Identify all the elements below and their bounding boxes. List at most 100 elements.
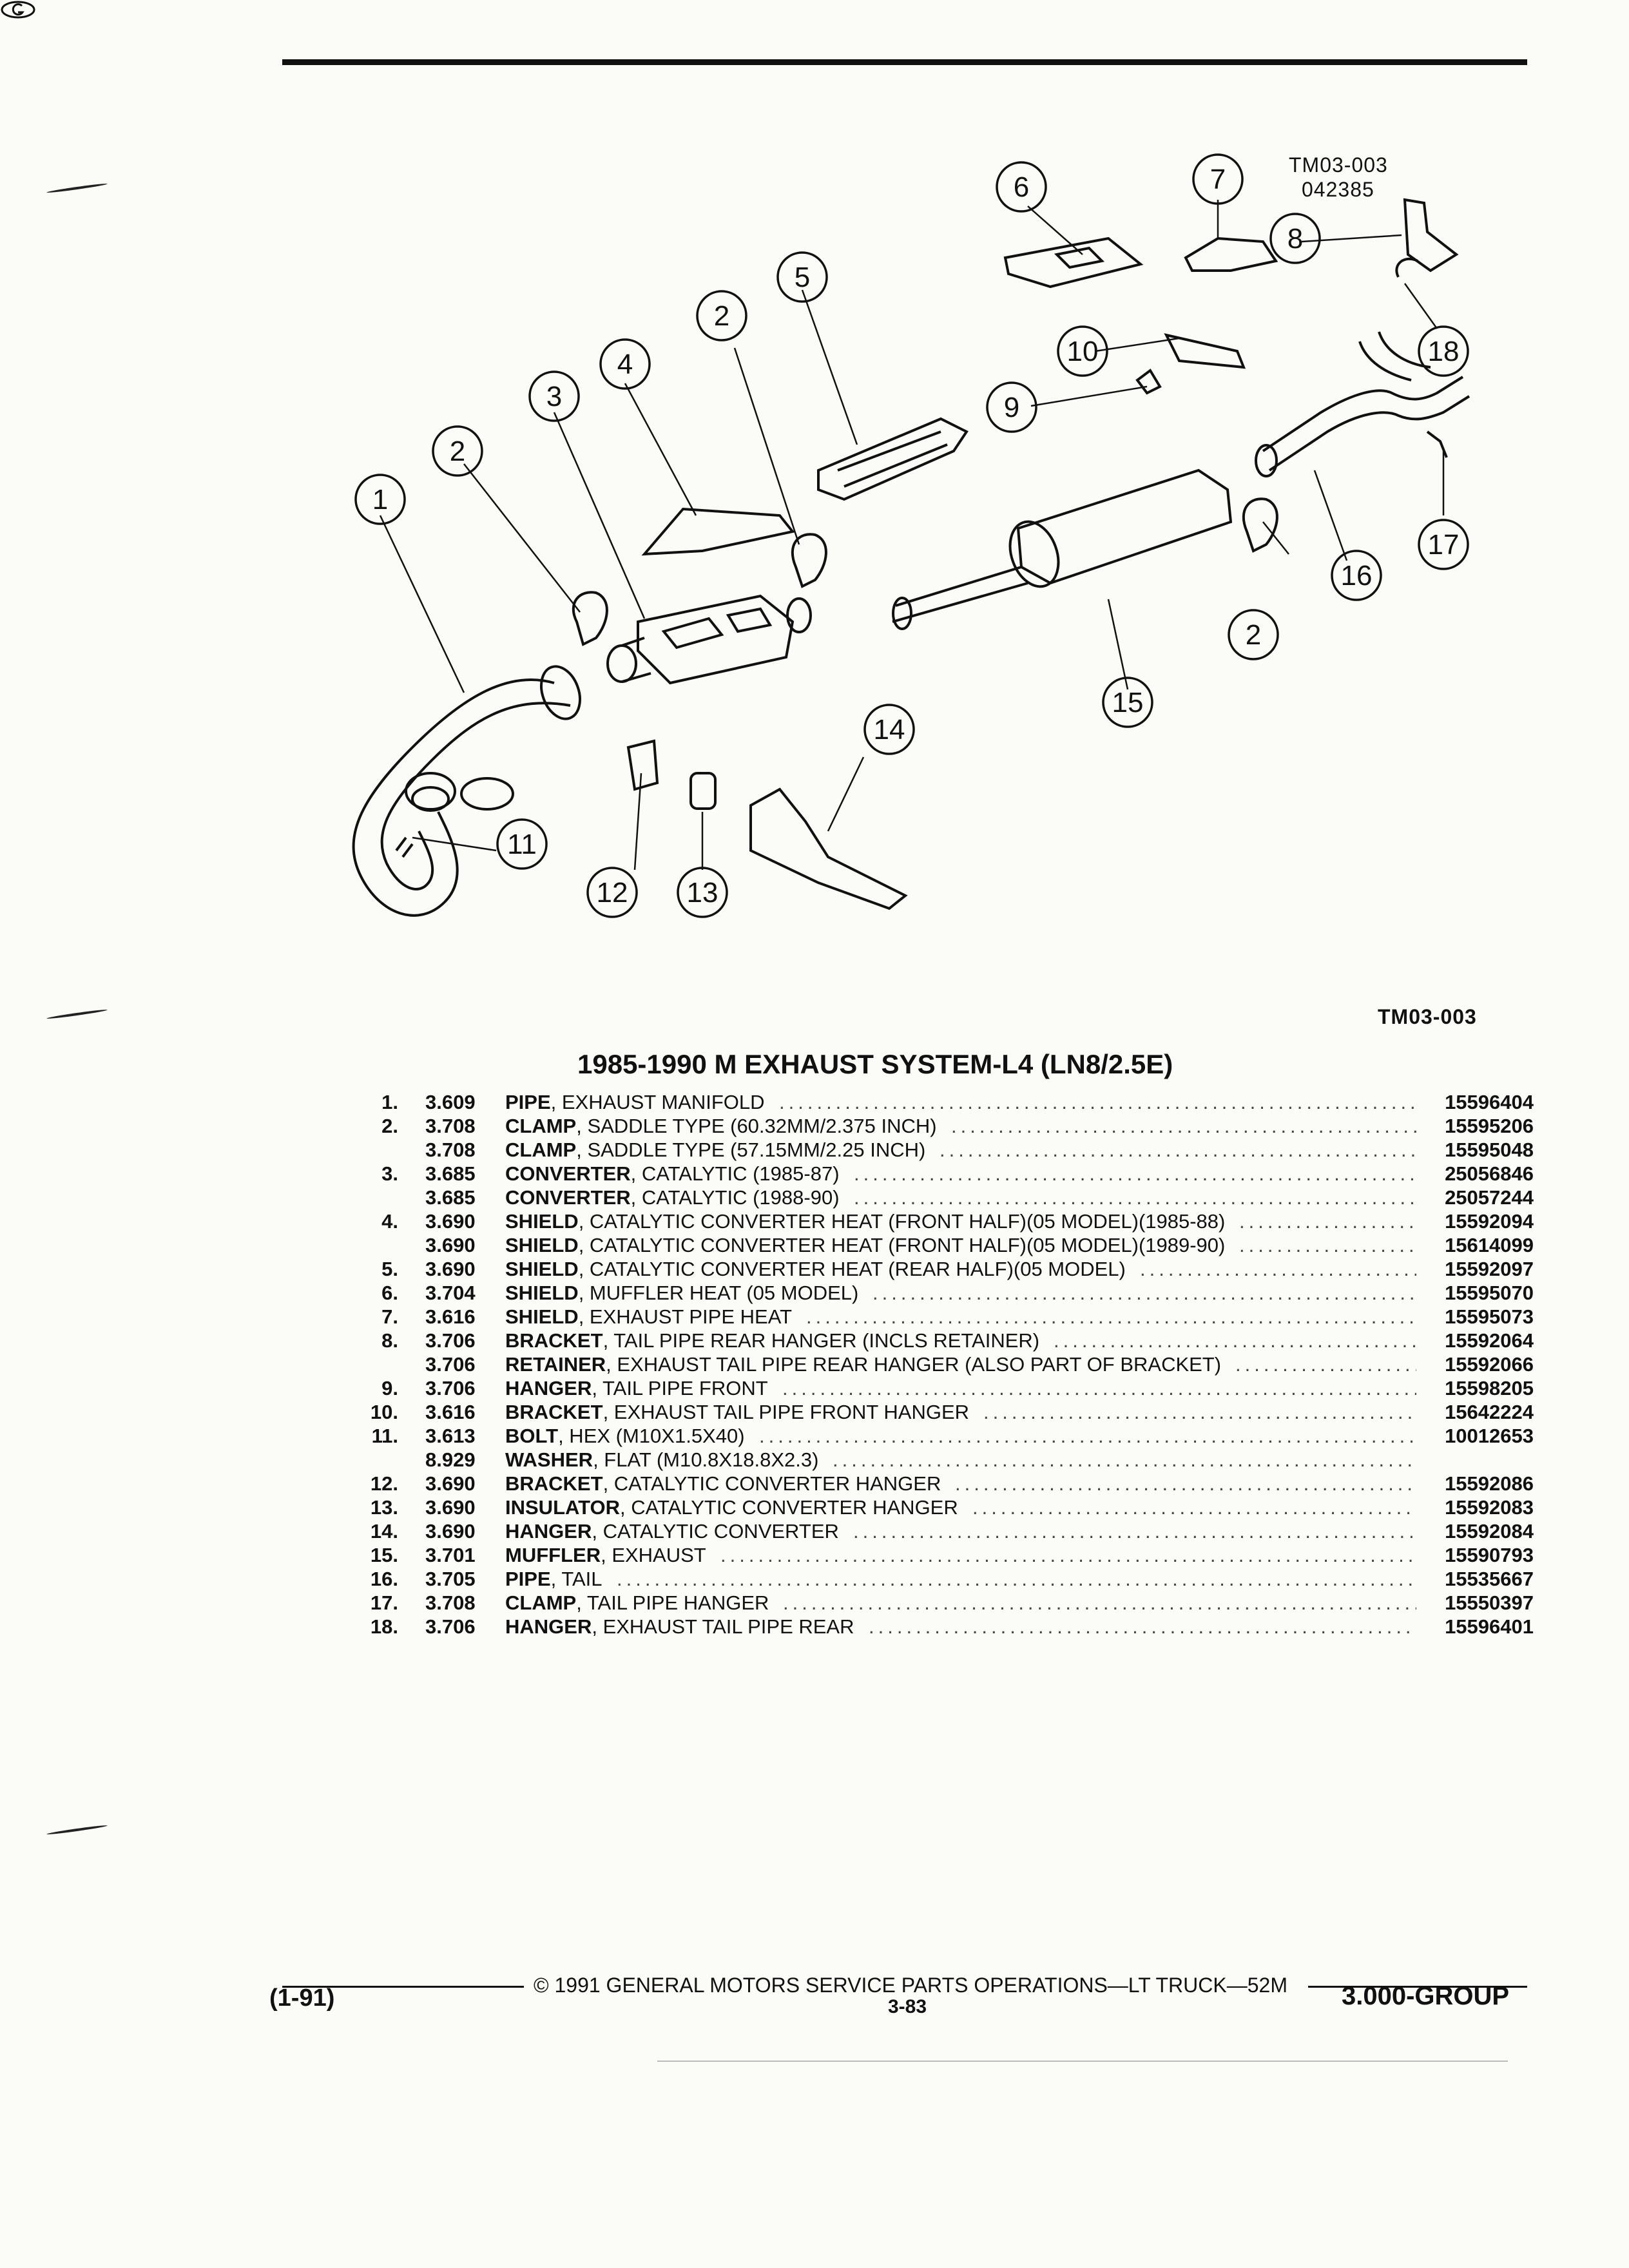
part-detail: , EXHAUST TAIL PIPE REAR HANGER (ALSO PA…: [606, 1353, 1222, 1376]
part-detail: , EXHAUST TAIL PIPE FRONT HANGER: [602, 1401, 970, 1423]
leader-dots: ........................................…: [854, 1186, 1416, 1209]
part-description: RETAINER, EXHAUST TAIL PIPE REAR HANGER …: [505, 1353, 1221, 1376]
part-name: BOLT: [505, 1425, 559, 1447]
part-description: SHIELD, MUFFLER HEAT (05 MODEL): [505, 1282, 858, 1305]
part-name: CLAMP: [505, 1139, 577, 1161]
part-group-number: 3.616: [425, 1305, 476, 1328]
bracket-drawing: [626, 198, 1459, 910]
part-name: INSULATOR: [505, 1496, 620, 1519]
part-group-number: 3.690: [425, 1210, 476, 1233]
part-group-number: 3.706: [425, 1329, 476, 1352]
leader-dots: ........................................…: [951, 1115, 1416, 1137]
part-index: 17.: [370, 1591, 398, 1614]
leader-dots: ........................................…: [869, 1615, 1416, 1638]
part-description: CLAMP, SADDLE TYPE (57.15MM/2.25 INCH): [505, 1139, 925, 1162]
leader-dots: ........................................…: [617, 1568, 1416, 1590]
footer-rule: [1308, 1986, 1527, 1988]
part-number: 15592083: [1445, 1496, 1534, 1519]
part-description: SHIELD, EXHAUST PIPE HEAT: [505, 1305, 792, 1329]
part-description: HANGER, CATALYTIC CONVERTER: [505, 1520, 839, 1543]
part-number: 15592097: [1445, 1258, 1534, 1280]
diagram-code: TM03-003: [1289, 153, 1388, 177]
callout-5: 5: [795, 262, 810, 293]
callout-12: 12: [597, 877, 628, 908]
leader-dots: ........................................…: [940, 1139, 1416, 1161]
part-name: SHIELD: [505, 1210, 579, 1233]
part-group-number: 3.616: [425, 1401, 476, 1423]
part-name: SHIELD: [505, 1305, 579, 1328]
callout-1: 1: [372, 484, 388, 515]
part-group-number: 3.685: [425, 1162, 476, 1185]
callout-4: 4: [617, 349, 633, 380]
part-description: SHIELD, CATALYTIC CONVERTER HEAT (FRONT …: [505, 1210, 1225, 1233]
leader-dots: ........................................…: [1235, 1353, 1416, 1376]
part-index: 2.: [381, 1115, 398, 1137]
part-index: 8.: [381, 1329, 398, 1352]
clamp-drawing: [572, 497, 1278, 646]
part-number: 15592084: [1445, 1520, 1534, 1542]
part-name: SHIELD: [505, 1282, 579, 1304]
part-name: WASHER: [505, 1448, 593, 1471]
part-group-number: 3.701: [425, 1544, 476, 1566]
part-number: 15596404: [1445, 1091, 1534, 1113]
part-detail: , TAIL PIPE REAR HANGER (INCLS RETAINER): [602, 1329, 1040, 1352]
part-description: BRACKET, CATALYTIC CONVERTER HANGER: [505, 1472, 941, 1495]
part-description: BOLT, HEX (M10X1.5X40): [505, 1425, 745, 1448]
callout-13: 13: [687, 877, 718, 908]
leader-dots: ........................................…: [806, 1305, 1416, 1328]
part-name: CONVERTER: [505, 1186, 631, 1209]
leader-dots: ........................................…: [1239, 1234, 1416, 1256]
part-description: PIPE, TAIL: [505, 1568, 602, 1591]
part-description: WASHER, FLAT (M10.8X18.8X2.3): [505, 1448, 818, 1472]
part-description: CONVERTER, CATALYTIC (1985-87): [505, 1162, 840, 1186]
part-number: 15595073: [1445, 1305, 1534, 1328]
leader-dots: ........................................…: [783, 1591, 1416, 1614]
part-description: SHIELD, CATALYTIC CONVERTER HEAT (FRONT …: [505, 1234, 1225, 1257]
callout-8: 8: [1287, 223, 1303, 255]
footer-group: 3.000-GROUP: [1342, 1982, 1510, 2010]
callout-14: 14: [874, 714, 905, 745]
part-index: 15.: [370, 1544, 398, 1566]
part-number: 15598205: [1445, 1377, 1534, 1399]
leader-dots: ........................................…: [1054, 1329, 1416, 1352]
exhaust-manifold-pipe-drawing: [352, 665, 581, 917]
part-description: INSULATOR, CATALYTIC CONVERTER HANGER: [505, 1496, 958, 1519]
part-number: 15596401: [1445, 1615, 1534, 1638]
leader-dots: ........................................…: [854, 1162, 1416, 1185]
leader-dots: ........................................…: [1140, 1258, 1416, 1280]
part-detail: , CATALYTIC CONVERTER HANGER: [602, 1472, 941, 1495]
part-detail: , CATALYTIC CONVERTER HEAT (FRONT HALF)(…: [578, 1234, 1226, 1256]
part-index: 9.: [381, 1377, 398, 1399]
part-row: 4. 3.690 SHIELD, CATALYTIC CONVERTER HEAT …: [353, 1210, 1545, 1234]
leader-dots: ........................................…: [872, 1282, 1416, 1304]
part-name: PIPE: [505, 1091, 551, 1113]
part-group-number: 3.704: [425, 1282, 476, 1304]
part-number: 15595070: [1445, 1282, 1534, 1304]
part-detail: , MUFFLER HEAT (05 MODEL): [578, 1282, 859, 1304]
part-group-number: 3.706: [425, 1353, 476, 1376]
page-title: 1985-1990 M EXHAUST SYSTEM-L4 (LN8/2.5E): [577, 1049, 1173, 1079]
part-detail: , CATALYTIC (1988-90): [630, 1186, 840, 1209]
part-number: 15595048: [1445, 1139, 1534, 1161]
callout-15: 15: [1112, 687, 1144, 718]
part-group-number: 3.705: [425, 1568, 476, 1590]
part-group-number: 3.690: [425, 1234, 476, 1256]
part-number: 15592066: [1445, 1353, 1534, 1376]
part-index: 4.: [381, 1210, 398, 1233]
part-detail: , EXHAUST TAIL PIPE REAR: [592, 1615, 854, 1638]
part-group-number: 3.690: [425, 1520, 476, 1542]
part-number: 15592094: [1445, 1210, 1534, 1233]
part-name: RETAINER: [505, 1353, 606, 1376]
part-group-number: 3.613: [425, 1425, 476, 1447]
